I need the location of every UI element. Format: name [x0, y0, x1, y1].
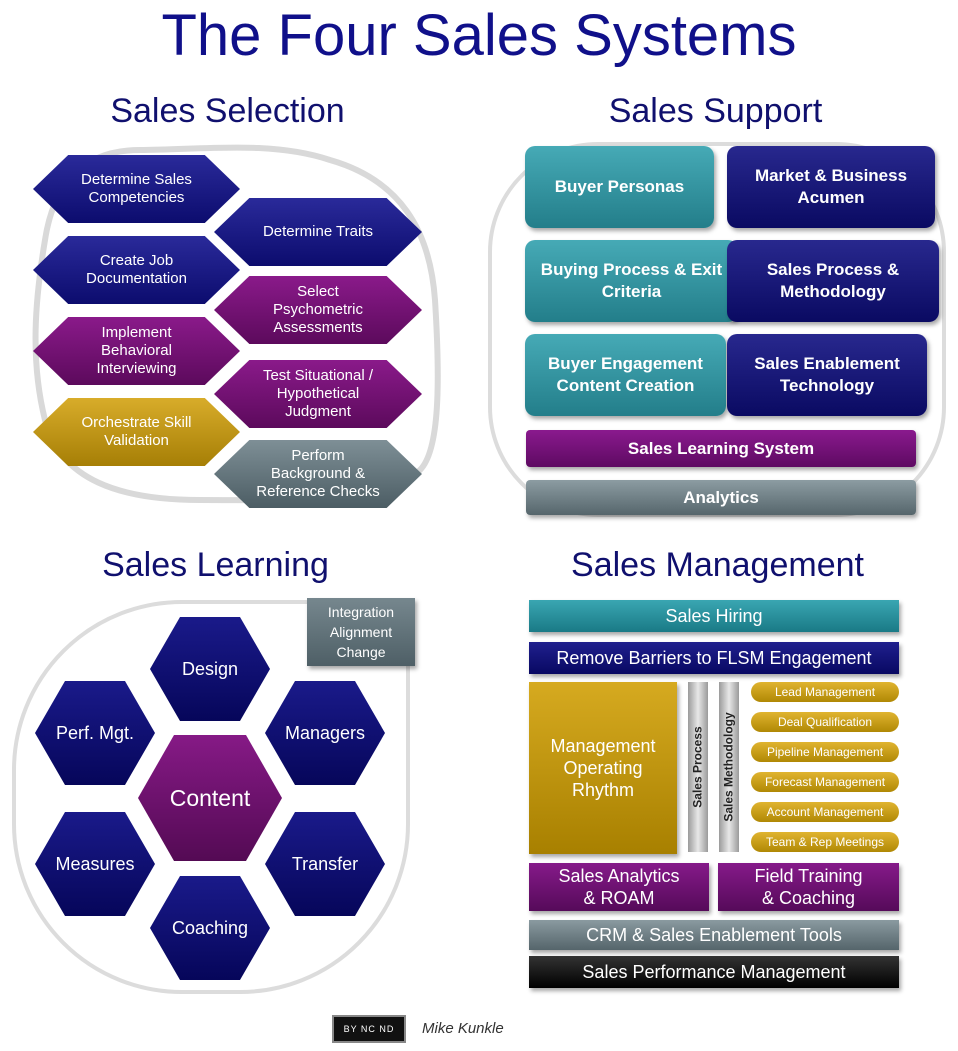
pill-forecast-management: Forecast Management	[751, 772, 899, 792]
selection-item-situational: Test Situational / Hypothetical Judgment	[214, 360, 422, 428]
pill-pipeline-management: Pipeline Management	[751, 742, 899, 762]
analytics-bar: Analytics	[526, 480, 916, 515]
field-training-box: Field Training & Coaching	[718, 863, 899, 911]
pill-deal-qualification: Deal Qualification	[751, 712, 899, 732]
sales-methodology-label: Sales Methodology	[722, 712, 737, 822]
selection-item-competencies: Determine Sales Competencies	[33, 155, 240, 223]
sales-management-title: Sales Management	[571, 546, 864, 584]
buyer-personas-box: Buyer Personas	[525, 146, 714, 228]
remove-barriers-bar: Remove Barriers to FLSM Engagement	[529, 642, 899, 674]
pill-account-management: Account Management	[751, 802, 899, 822]
selection-item-interviewing: Implement Behavioral Interviewing	[33, 317, 240, 385]
pill-lead-management: Lead Management	[751, 682, 899, 702]
hex-content: Content	[138, 735, 282, 861]
sales-process-bar: Sales Process	[688, 682, 708, 852]
pill-team-rep-meetings: Team & Rep Meetings	[751, 832, 899, 852]
crm-tools-bar: CRM & Sales Enablement Tools	[529, 920, 899, 950]
integration-box: Integration Alignment Change	[307, 598, 415, 666]
enablement-tech-box: Sales Enablement Technology	[727, 334, 927, 416]
market-acumen-box: Market & Business Acumen	[727, 146, 935, 228]
buying-process-box: Buying Process & Exit Criteria	[525, 240, 738, 322]
operating-rhythm-box: Management Operating Rhythm	[529, 682, 677, 854]
cc-license-badge: BY NC ND	[332, 1015, 406, 1043]
sales-selection-title: Sales Selection	[110, 92, 345, 130]
sales-methodology-bar: Sales Methodology	[719, 682, 739, 852]
selection-item-traits: Determine Traits	[214, 198, 422, 266]
performance-management-bar: Sales Performance Management	[529, 956, 899, 988]
analytics-roam-box: Sales Analytics & ROAM	[529, 863, 709, 911]
selection-item-background-checks: Perform Background & Reference Checks	[214, 440, 422, 508]
author-name: Mike Kunkle	[422, 1020, 504, 1037]
selection-item-job-docs: Create Job Documentation	[33, 236, 240, 304]
learning-system-bar: Sales Learning System	[526, 430, 916, 467]
support-outline	[488, 142, 946, 517]
sales-support-title: Sales Support	[608, 92, 823, 130]
sales-learning-title: Sales Learning	[102, 546, 329, 584]
sales-process-label: Sales Process	[691, 726, 705, 808]
selection-item-psychometric: Select Psychometric Assessments	[214, 276, 422, 344]
page-title: The Four Sales Systems	[161, 3, 797, 68]
integration-label: Integration Alignment Change	[327, 604, 395, 660]
sales-process-box: Sales Process & Methodology	[727, 240, 939, 322]
learning-outline	[12, 600, 410, 994]
sales-hiring-bar: Sales Hiring	[529, 600, 899, 632]
buyer-engagement-box: Buyer Engagement Content Creation	[525, 334, 726, 416]
selection-item-skill-validation: Orchestrate Skill Validation	[33, 398, 240, 466]
